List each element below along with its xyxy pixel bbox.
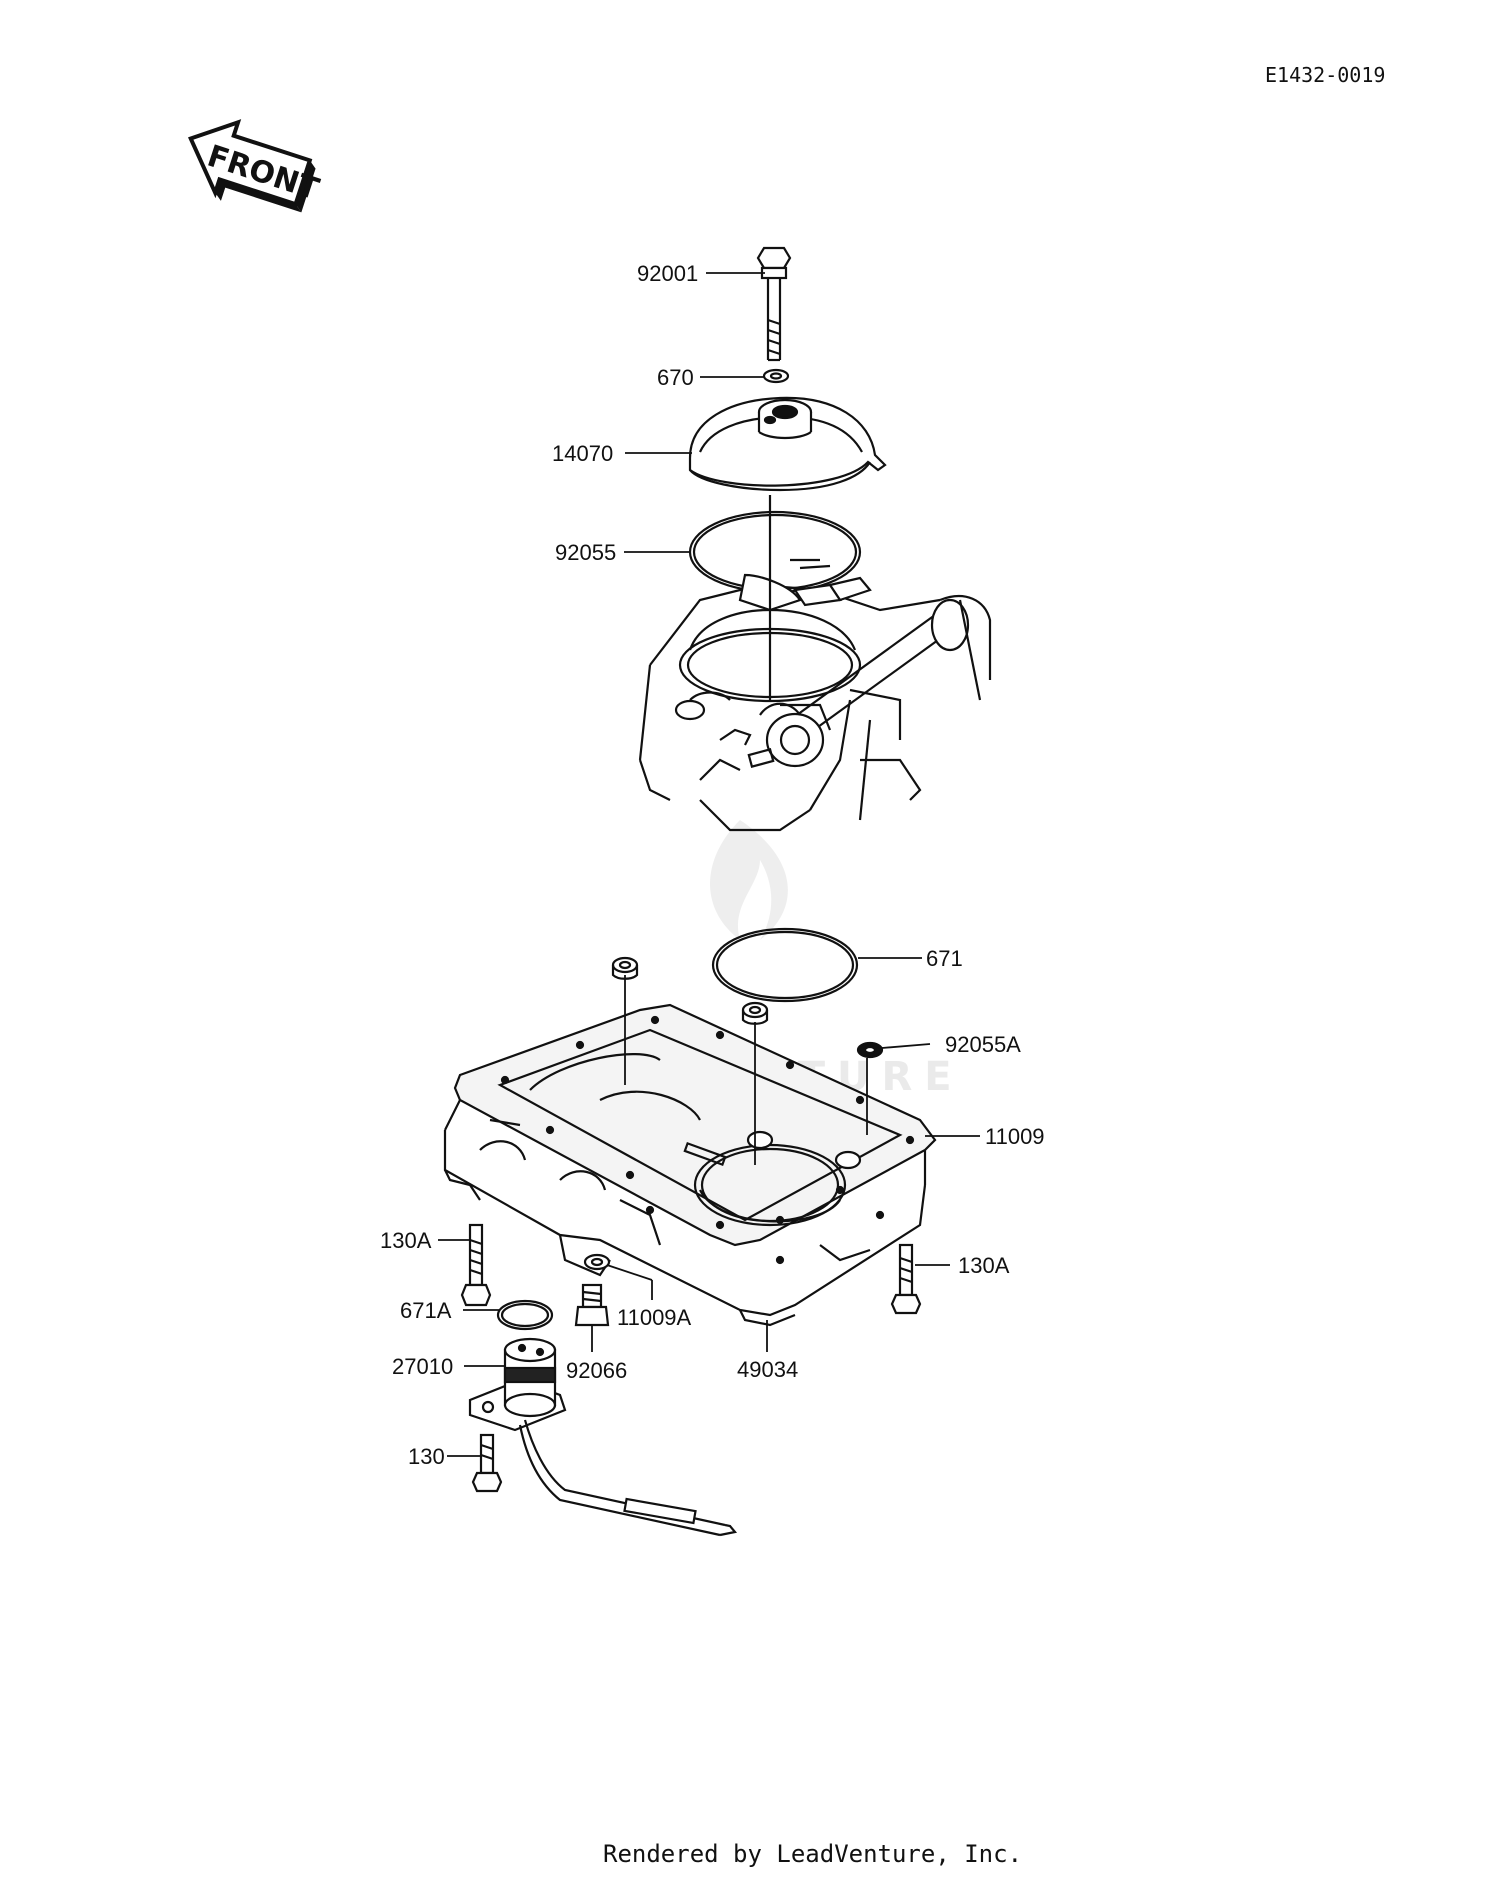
callout-11009A: 11009A (617, 1305, 692, 1330)
oil-pan-49034-drawing (443, 1090, 927, 1327)
gasket-11009-drawing (453, 1003, 937, 1247)
callout-14070: 14070 (552, 441, 613, 466)
bolt-92001-drawing (756, 246, 792, 362)
callout-92066: 92066 (566, 1358, 627, 1383)
callout-671: 671 (926, 946, 963, 971)
callout-670: 670 (657, 365, 694, 390)
footer-credit: Rendered by LeadVenture, Inc. (603, 1840, 1022, 1868)
callout-130A-right: 130A (958, 1253, 1010, 1278)
callout-27010: 27010 (392, 1354, 453, 1379)
callout-671A: 671A (400, 1298, 452, 1323)
upper-assembly (638, 246, 992, 832)
housing-drawing (638, 495, 992, 832)
bolt-130A-left-drawing (460, 1223, 492, 1307)
callout-130: 130 (408, 1444, 445, 1469)
front-arrow-icon: FRONT (188, 119, 323, 213)
bolt-130A-right-drawing (890, 1243, 922, 1315)
callout-130A-left: 130A (380, 1228, 432, 1253)
diagram-code: E1432-0019 (1265, 63, 1385, 87)
callout-92055: 92055 (555, 540, 616, 565)
cover-14070-drawing (688, 396, 887, 492)
leader-lines (438, 272, 980, 1457)
callout-labels: 92001 670 14070 92055 671 92055A 11009 1… (380, 261, 1045, 1469)
callout-92055A: 92055A (945, 1032, 1021, 1057)
bolt-130-drawing (471, 1433, 503, 1493)
switch-27010-drawing (468, 1337, 738, 1537)
lower-assembly (443, 927, 937, 1537)
plug-92066-drawing (574, 1283, 610, 1327)
callout-11009: 11009 (985, 1124, 1045, 1149)
callout-92001: 92001 (637, 261, 698, 286)
callout-49034: 49034 (737, 1357, 798, 1382)
